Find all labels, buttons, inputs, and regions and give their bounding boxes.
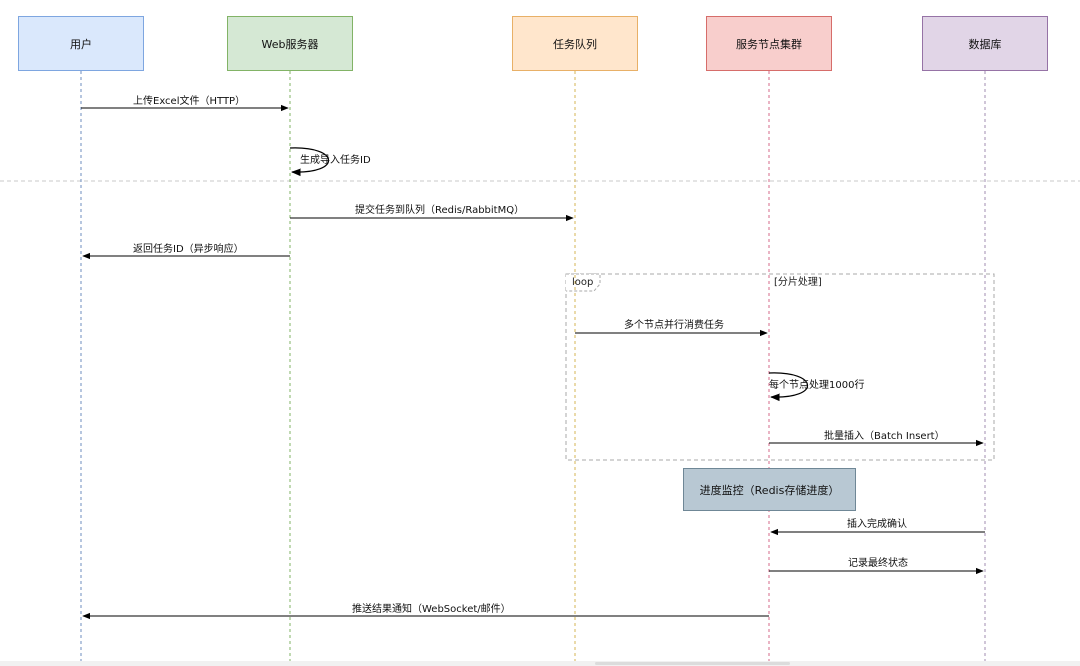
scrollbar-thumb[interactable] bbox=[595, 662, 790, 665]
message-label-final-status: 记录最终状态 bbox=[848, 558, 908, 569]
progress-monitor-note: 进度监控（Redis存储进度） bbox=[683, 468, 856, 511]
message-label-parallel-consume: 多个节点并行消费任务 bbox=[624, 320, 724, 331]
loop-tag-frame bbox=[566, 273, 601, 292]
horizontal-scrollbar[interactable] bbox=[0, 661, 1080, 666]
actor-user: 用户 bbox=[18, 16, 144, 71]
actor-task-queue: 任务队列 bbox=[512, 16, 638, 71]
actor-database: 数据库 bbox=[922, 16, 1048, 71]
self-message-arrow-1 bbox=[289, 147, 330, 177]
message-label-upload: 上传Excel文件（HTTP） bbox=[133, 96, 246, 107]
message-label-process-rows: 每个节点处理1000行 bbox=[769, 380, 865, 391]
loop-condition: [分片处理] bbox=[774, 277, 822, 288]
actor-web-server: Web服务器 bbox=[227, 16, 353, 71]
loop-frame bbox=[565, 273, 995, 461]
self-message-arrow-5 bbox=[768, 372, 809, 402]
message-label-return-id: 返回任务ID（异步响应） bbox=[133, 244, 244, 255]
message-label-submit-queue: 提交任务到队列（Redis/RabbitMQ） bbox=[355, 205, 525, 216]
message-label-push-notify: 推送结果通知（WebSocket/邮件） bbox=[352, 604, 511, 615]
actor-service-cluster: 服务节点集群 bbox=[706, 16, 832, 71]
loop-tag: loop bbox=[572, 277, 594, 288]
message-label-insert-confirm: 插入完成确认 bbox=[847, 519, 907, 530]
message-label-batch-insert: 批量插入（Batch Insert） bbox=[824, 431, 945, 442]
message-label-generate-id: 生成导入任务ID bbox=[300, 155, 371, 166]
